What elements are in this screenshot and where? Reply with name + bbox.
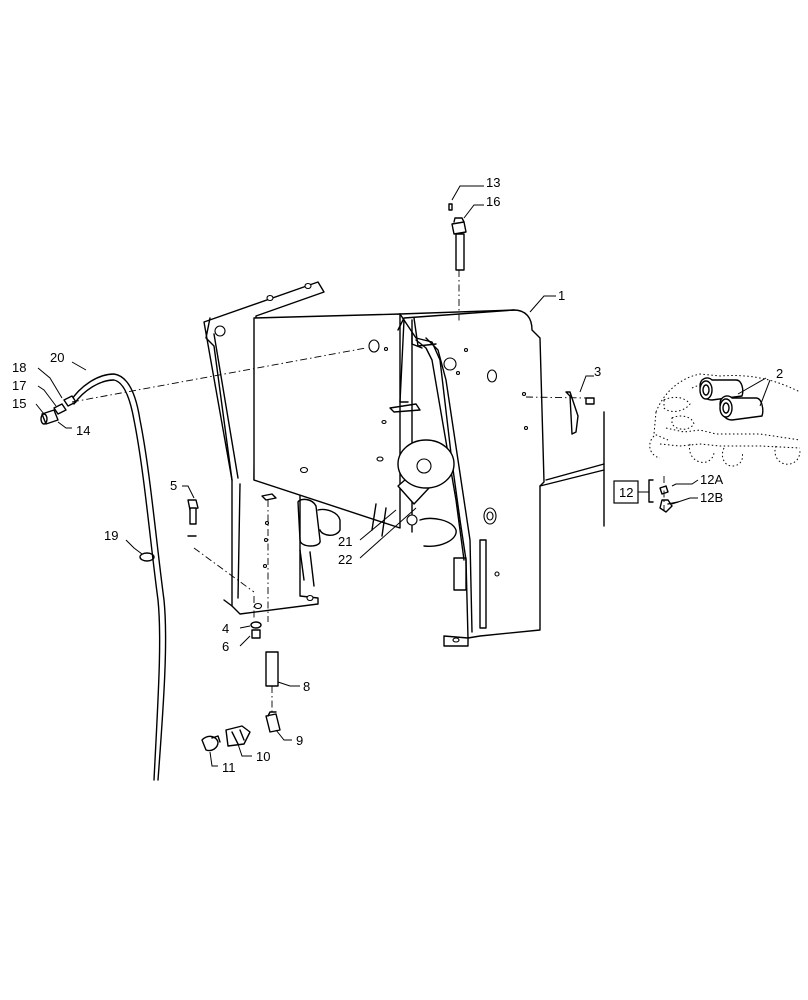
callout-17: 17 [12, 378, 26, 393]
cable-20 [69, 373, 167, 781]
clip-3 [525, 391, 605, 527]
callout-22: 22 [338, 552, 352, 567]
center-plate [253, 313, 401, 529]
callout-16: 16 [486, 194, 500, 209]
callout-12: 12 [619, 485, 633, 500]
callout-9: 9 [296, 733, 303, 748]
hardware-left [187, 499, 281, 752]
lower-tube [297, 498, 321, 547]
callout-14: 14 [76, 423, 90, 438]
callout-8: 8 [303, 679, 310, 694]
callout-4: 4 [222, 621, 229, 636]
inset-tubes [648, 373, 801, 513]
callout-labels: 1 2 3 4 5 6 8 9 10 11 12 12A 12B 13 14 1… [12, 175, 783, 775]
callout-1: 1 [558, 288, 565, 303]
callout-19: 19 [104, 528, 118, 543]
callout-11: 11 [222, 760, 236, 775]
sleeve-8 [265, 651, 279, 687]
callout-3: 3 [594, 364, 601, 379]
callout-10: 10 [256, 749, 270, 764]
ring-19 [139, 552, 155, 562]
callout-20: 20 [50, 350, 64, 365]
callout-21: 21 [338, 534, 352, 549]
callout-13: 13 [486, 175, 500, 190]
callout-12a: 12A [700, 472, 723, 487]
callout-5: 5 [170, 478, 177, 493]
fitting-15 [41, 409, 59, 425]
cable-assembly [40, 347, 367, 781]
leader-lines [35, 185, 771, 767]
callout-15: 15 [12, 396, 26, 411]
callout-2: 2 [776, 366, 783, 381]
bracket-assembly [203, 281, 545, 647]
callout-18: 18 [12, 360, 26, 375]
callout-6: 6 [222, 639, 229, 654]
top-pin [448, 203, 467, 322]
callout-12b: 12B [700, 490, 723, 505]
